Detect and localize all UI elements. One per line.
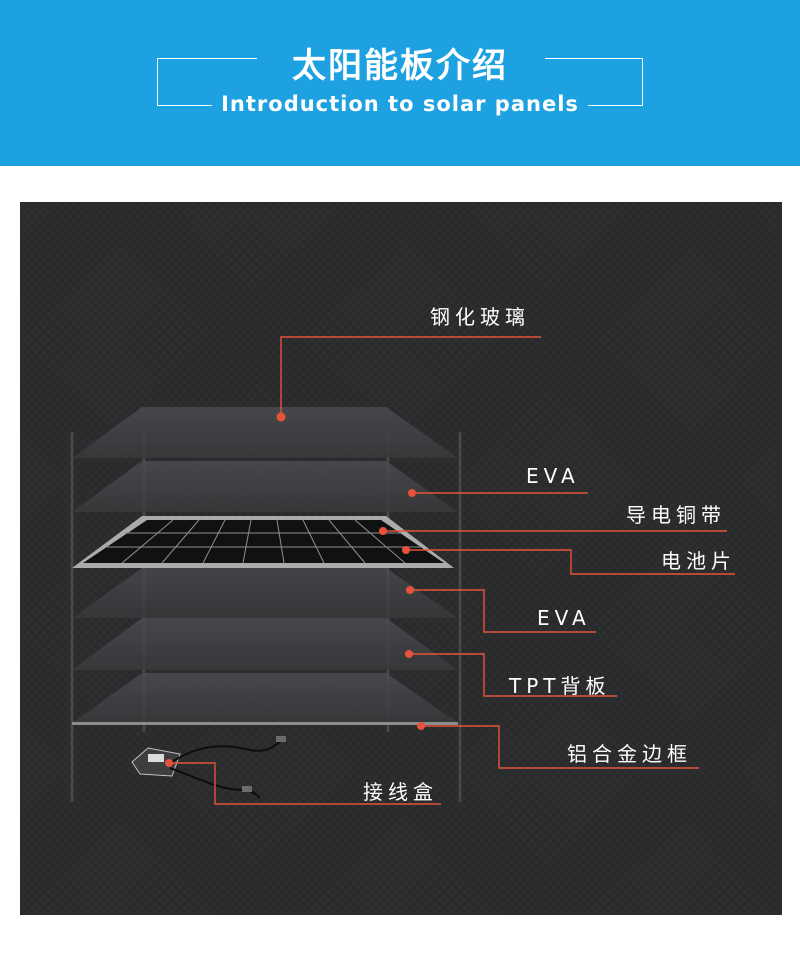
frame-post-left xyxy=(70,432,74,802)
label-copper-ribbon: 导电铜带 xyxy=(626,503,726,527)
frame-right-line xyxy=(642,58,643,106)
frame-bottom-left-line xyxy=(157,105,212,106)
label-eva-bottom: EVA xyxy=(537,606,591,630)
aluminum-frame-edge xyxy=(72,722,458,725)
layer-illustration xyxy=(70,336,735,805)
frame-left-line xyxy=(157,58,158,106)
leader-aluminum-frame xyxy=(421,725,699,769)
label-aluminum-frame: 铝合金边框 xyxy=(567,742,692,766)
dot-copper-ribbon xyxy=(379,527,387,535)
frame-top-left-line xyxy=(157,58,257,59)
frame-bottom-right-line xyxy=(588,105,643,106)
label-eva-top: EVA xyxy=(526,464,580,488)
page-title: 太阳能板介绍 xyxy=(292,46,508,86)
tempered-glass-layer xyxy=(72,407,458,458)
label-solar-cell: 电池片 xyxy=(661,549,736,573)
aluminum-frame-layer xyxy=(72,673,458,723)
frame-top-right-line xyxy=(545,58,643,59)
leader-tpt-backsheet xyxy=(409,653,617,697)
solar-cell-panel xyxy=(72,516,454,568)
junction-box-illustration xyxy=(131,736,286,799)
dot-solar-cell xyxy=(402,546,410,554)
eva-bottom-layer xyxy=(72,568,458,618)
leader-solar-cell xyxy=(406,549,735,575)
dot-aluminum-frame xyxy=(417,722,425,730)
dot-eva-bottom xyxy=(406,586,414,594)
label-tpt-backsheet: TPT背板 xyxy=(509,674,611,698)
tpt-backsheet-layer xyxy=(72,618,458,670)
dot-tpt-backsheet xyxy=(405,650,413,658)
label-junction-box: 接线盒 xyxy=(363,780,438,804)
leader-tempered-glass xyxy=(280,336,541,417)
frame-post-right xyxy=(458,432,462,802)
dot-eva-top xyxy=(408,489,416,497)
header-banner: 太阳能板介绍 Introduction to solar panels xyxy=(0,0,800,166)
label-tempered-glass: 钢化玻璃 xyxy=(430,305,530,329)
leader-eva-bottom xyxy=(410,589,596,633)
page-subtitle: Introduction to solar panels xyxy=(221,92,579,116)
dot-junction-box xyxy=(165,759,173,767)
leader-junction-box xyxy=(169,762,441,805)
solar-panel-diagram: 钢化玻璃 EVA 导电铜带 电池片 EVA TPT背板 铝合金边框 接线盒 xyxy=(20,202,782,915)
dot-tempered-glass xyxy=(276,412,286,422)
eva-top-layer xyxy=(72,461,458,512)
